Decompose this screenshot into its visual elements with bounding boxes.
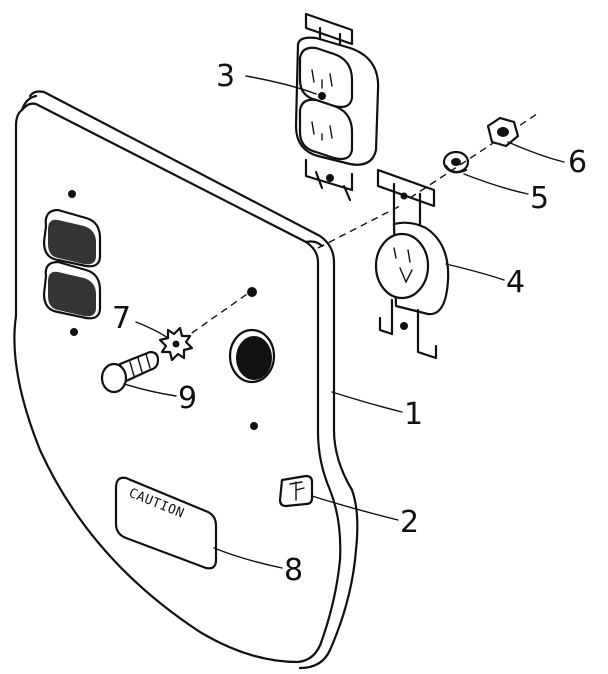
leader-lines <box>123 75 565 569</box>
callout-3: 3 <box>216 59 235 94</box>
ground-symbol-plate-part-2 <box>278 474 314 508</box>
washer-part-5 <box>442 150 470 174</box>
duplex-receptacle-part-3 <box>294 12 380 202</box>
callout-6: 6 <box>568 145 587 180</box>
callout-9: 9 <box>178 381 197 416</box>
callout-7: 7 <box>112 301 131 336</box>
screw-part-9 <box>100 350 160 394</box>
callout-numbers: 3 6 5 4 7 9 1 2 8 <box>112 59 587 588</box>
panel-part-1: CAUTION <box>13 90 359 670</box>
star-washer-part-7 <box>158 326 194 362</box>
assembly-lines <box>181 111 541 341</box>
callout-2: 2 <box>400 505 419 540</box>
callout-1: 1 <box>404 397 423 432</box>
callout-8: 8 <box>284 553 303 588</box>
single-receptacle-part-4 <box>374 168 450 360</box>
hex-nut-part-6 <box>486 116 520 148</box>
callout-5: 5 <box>530 181 549 216</box>
callout-4: 4 <box>506 265 525 300</box>
